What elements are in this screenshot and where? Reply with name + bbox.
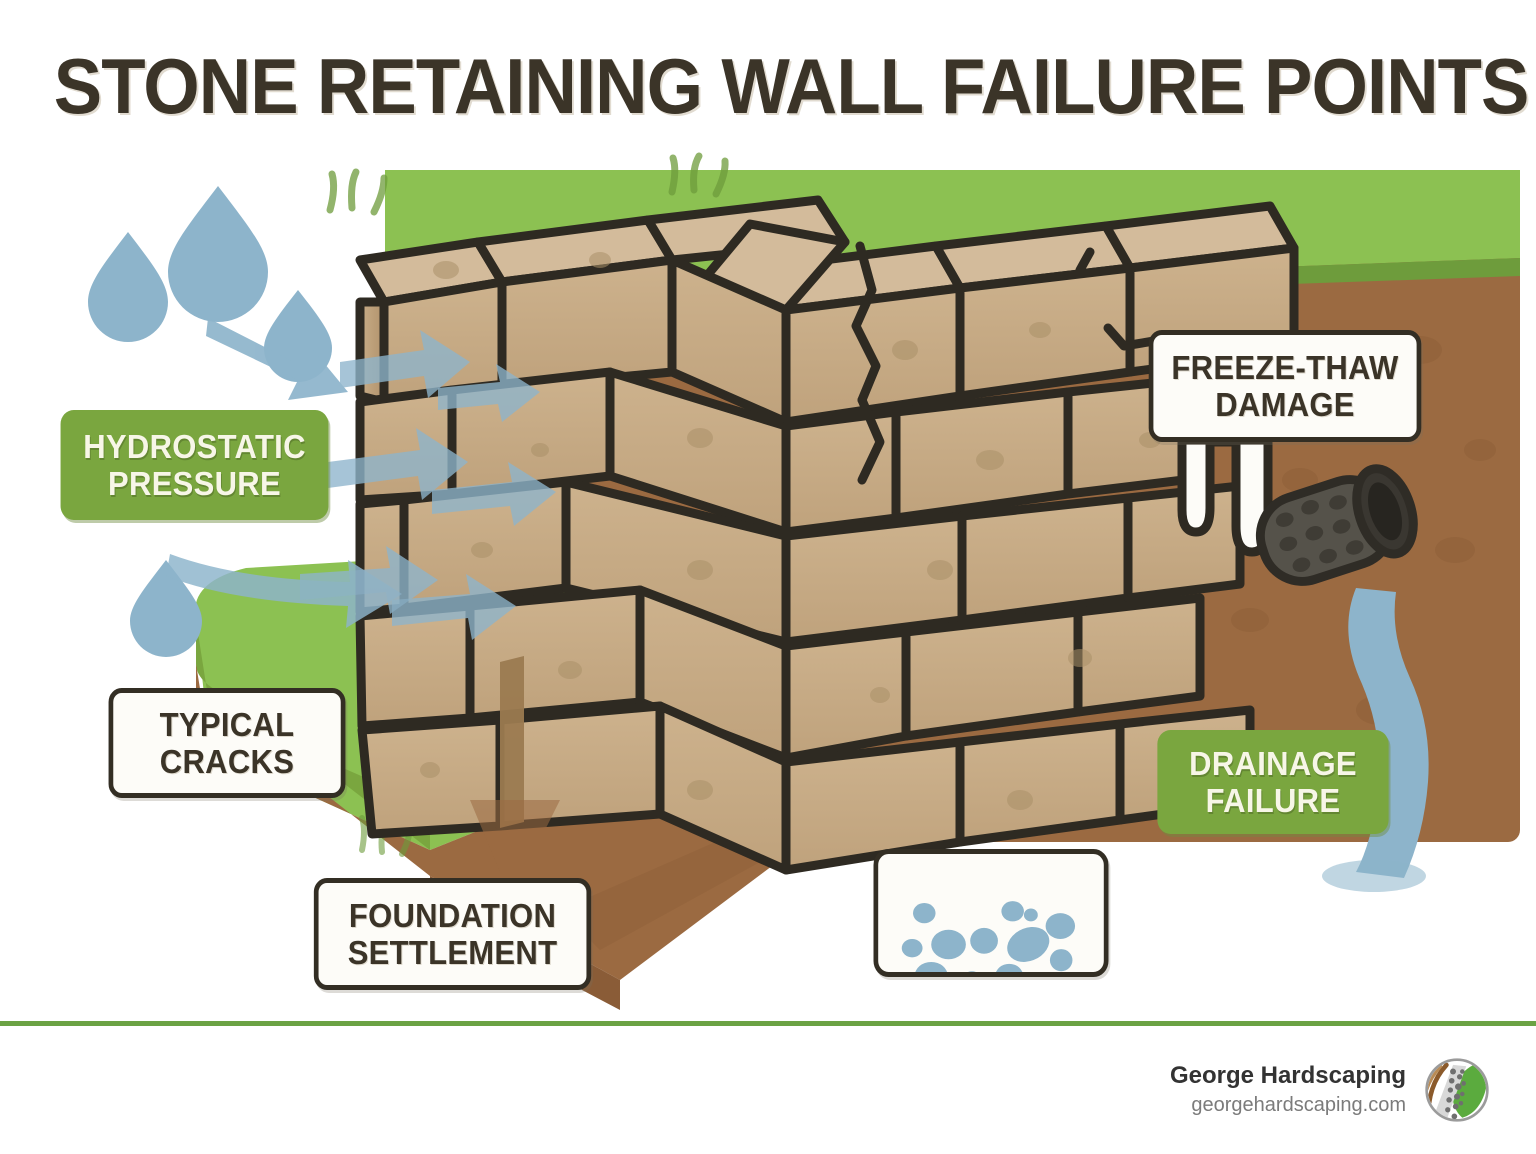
efflorescence-spot-group [878,854,1104,972]
label-freeze-thaw-damage[interactable]: FREEZE-THAW DAMAGE [1148,330,1422,442]
label-hydrostatic-pressure[interactable]: HYDROSTATIC PRESSURE [60,410,329,520]
label-foundation-settlement[interactable]: FOUNDATION SETTLEMENT [313,878,592,990]
label-efflorescence-spots[interactable] [873,849,1109,977]
brand-text-block: George Hardscaping georgehardscaping.com [1170,1061,1406,1119]
hydrostatic-arrows [166,318,556,640]
label-typical-cracks[interactable]: TYPICAL CRACKS [108,688,346,798]
water-outflow [1322,588,1429,892]
stone-retaining-wall [355,195,1299,875]
brand-name: George Hardscaping [1169,1062,1406,1089]
label-drainage-failure[interactable]: DRAINAGE FAILURE [1157,730,1389,834]
illustration-canvas [0,150,1536,1010]
page-title: STONE RETAINING WALL FAILURE POINTS [53,42,1530,130]
brand-url: georgehardscaping.com [1191,1094,1406,1116]
footer-divider [0,1021,1536,1026]
drainage-pipe [1255,464,1418,586]
foundation-settlement-marker [470,656,560,872]
hardscaping-logo-icon [1424,1057,1490,1123]
footer: George Hardscaping georgehardscaping.com [1170,1057,1490,1123]
